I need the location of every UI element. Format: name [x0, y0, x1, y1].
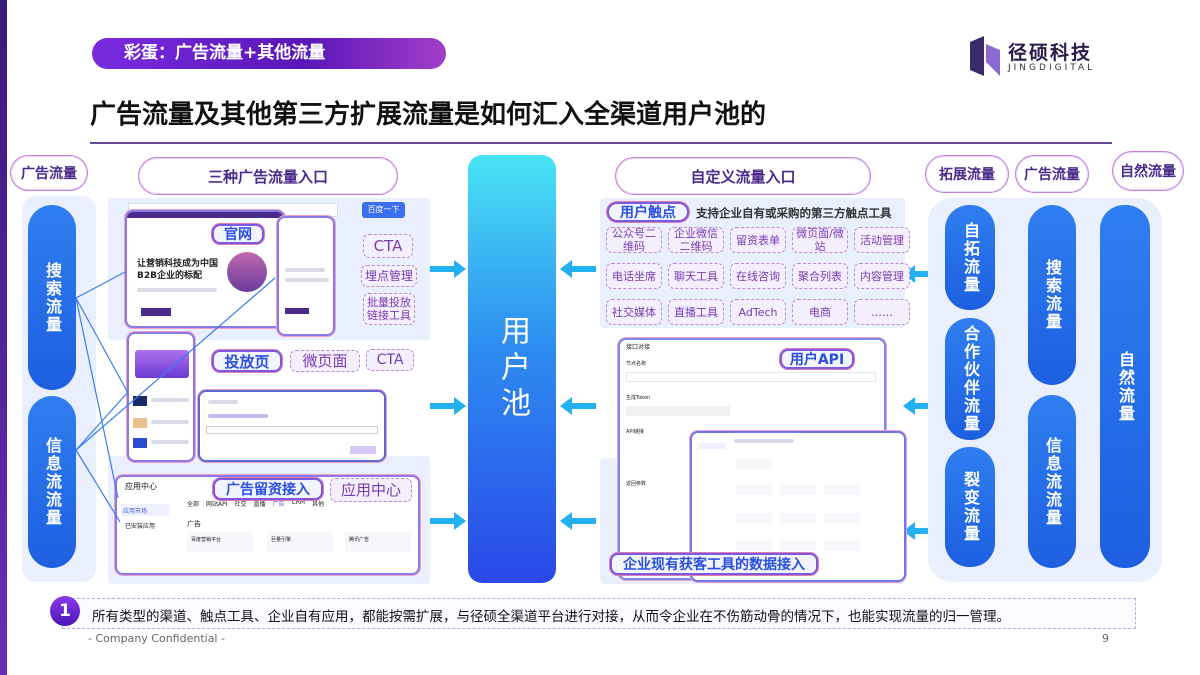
- website-label: 官网: [212, 224, 264, 244]
- arrow-left-icon: [903, 397, 939, 415]
- touchpoint-label: 用户触点: [607, 202, 689, 222]
- arrow-right-icon: [430, 397, 466, 415]
- right-ad-traffic-pill: 广告流量: [1015, 155, 1089, 193]
- touchpoint-tag: 留资表单: [730, 227, 786, 253]
- touchpoint-tag: 在线咨询: [730, 263, 786, 289]
- api-dialog-title: 接口对接: [626, 344, 651, 351]
- landing-mockup: [127, 332, 195, 462]
- app-card[interactable]: 腾讯广告: [345, 532, 411, 552]
- arrow-right-icon: [430, 260, 466, 278]
- api-field-label: 生成Token: [626, 395, 651, 401]
- company-logo: 径硕科技 JINGDIGITAL: [968, 36, 1118, 80]
- app-tabs: 全部网站API 社交直播广告 CRM 其他: [187, 499, 324, 508]
- side-accent-bar: [0, 0, 7, 675]
- search-traffic: 搜索流量: [28, 205, 76, 390]
- app-tab[interactable]: 网站API: [206, 501, 228, 508]
- touchpoint-tag: 直播工具: [668, 299, 724, 325]
- self-expand-traffic: 自拓流量: [945, 205, 995, 310]
- app-card[interactable]: 百度营销平台: [187, 532, 253, 552]
- touchpoint-tag: 微页面/微站: [792, 227, 848, 253]
- app-card[interactable]: 巨量引擎: [267, 532, 333, 552]
- arrow-left-icon: [560, 260, 596, 278]
- app-tab[interactable]: 全部: [187, 501, 200, 508]
- ad-leads-label: 广告留资接入: [213, 478, 323, 500]
- section-badge: 彩蛋：广告流量+其他流量: [92, 38, 446, 69]
- touchpoint-tag: 社交媒体: [606, 299, 662, 325]
- tracking-tag: 埋点管理: [361, 265, 417, 287]
- touchpoint-tag: 电话坐席: [606, 263, 662, 289]
- touchpoint-desc: 支持企业自有或采购的第三方触点工具: [696, 206, 892, 220]
- app-market-tab[interactable]: 应用市场: [121, 504, 169, 516]
- natural-traffic: 自然流量: [1100, 205, 1150, 568]
- form-dialog-mockup: [198, 390, 386, 462]
- right-feed-traffic: 信息流流量: [1028, 395, 1076, 568]
- confidential-label: - Company Confidential -: [88, 632, 225, 645]
- website-mobile-mockup: [277, 216, 335, 336]
- touchpoint-grid: 公众号二维码企业微信二维码留资表单微页面/微站活动管理电话坐席聊天工具在线咨询聚…: [606, 227, 910, 325]
- arrow-left-icon: [560, 512, 596, 530]
- api-field-label: 返回参数: [626, 481, 647, 487]
- website-headline: 让营销科技成为中国B2B企业的标配: [137, 259, 219, 281]
- batch-link-tag: 批量投放链接工具: [363, 293, 415, 325]
- user-api-label: 用户API: [780, 349, 854, 369]
- logo-mark-icon: [970, 36, 1000, 76]
- app-center-title: 应用中心: [125, 482, 157, 491]
- app-center-tag: 应用中心: [330, 478, 412, 502]
- app-tab[interactable]: 其他: [312, 501, 325, 508]
- viral-traffic: 裂变流量: [945, 447, 995, 567]
- logo-subtext: JINGDIGITAL: [1008, 63, 1096, 73]
- touchpoint-tag: 活动管理: [854, 227, 910, 253]
- natural-traffic-pill: 自然流量: [1112, 151, 1184, 191]
- app-tab[interactable]: 社交: [234, 501, 247, 508]
- ad-section-label: 广告: [187, 520, 201, 528]
- touchpoint-tag: 公众号二维码: [606, 227, 662, 253]
- api-field-label: 节点名称: [626, 361, 647, 367]
- ad-traffic-pill: 广告流量: [10, 155, 88, 191]
- app-tab[interactable]: 广告: [272, 501, 285, 508]
- data-integration-label: 企业现有获客工具的数据接入: [610, 553, 818, 575]
- logo-text: 径硕科技: [1008, 42, 1093, 64]
- ad-entry-title: 三种广告流量入口: [138, 157, 398, 195]
- right-search-traffic: 搜索流量: [1028, 205, 1076, 385]
- title-divider: [90, 142, 1112, 144]
- note-number: 1: [50, 596, 80, 626]
- cta-tag: CTA: [363, 234, 413, 258]
- touchpoint-tag: 电商: [792, 299, 848, 325]
- note-box: [62, 598, 1136, 629]
- page-title: 广告流量及其他第三方扩展流量是如何汇入全渠道用户池的: [90, 100, 767, 130]
- arrow-left-icon: [903, 522, 939, 540]
- feed-traffic: 信息流流量: [28, 396, 76, 568]
- app-tab[interactable]: 直播: [253, 501, 266, 508]
- page-number: 9: [1102, 632, 1109, 645]
- app-tab[interactable]: CRM: [291, 499, 306, 506]
- installed-apps-tab[interactable]: 已安装应用: [125, 523, 156, 530]
- arrow-right-icon: [430, 512, 466, 530]
- touchpoint-tag: AdTech: [730, 299, 786, 325]
- note-text: 所有类型的渠道、触点工具、企业自有应用，都能按需扩展，与径硕全渠道平台进行对接，…: [92, 609, 1010, 625]
- search-button[interactable]: 百度一下: [362, 202, 405, 218]
- touchpoint-tag: 聊天工具: [668, 263, 724, 289]
- custom-entry-title: 自定义流量入口: [615, 157, 871, 195]
- partner-traffic: 合作伙伴流量: [945, 318, 995, 440]
- landing-cta-tag: CTA: [366, 349, 414, 371]
- landing-label: 投放页: [212, 350, 282, 372]
- arrow-left-icon: [560, 397, 596, 415]
- user-pool: 用户池: [468, 155, 556, 583]
- touchpoint-tag: 企业微信二维码: [668, 227, 724, 253]
- touchpoint-tag: 内容管理: [854, 263, 910, 289]
- touchpoint-tag: 聚合列表: [792, 263, 848, 289]
- touchpoint-tag: ……: [854, 299, 910, 325]
- api-field-label: API链接: [626, 429, 644, 435]
- micro-page-tag: 微页面: [290, 350, 360, 372]
- arrow-left-icon: [903, 265, 939, 283]
- expand-traffic-pill: 拓展流量: [925, 155, 1009, 193]
